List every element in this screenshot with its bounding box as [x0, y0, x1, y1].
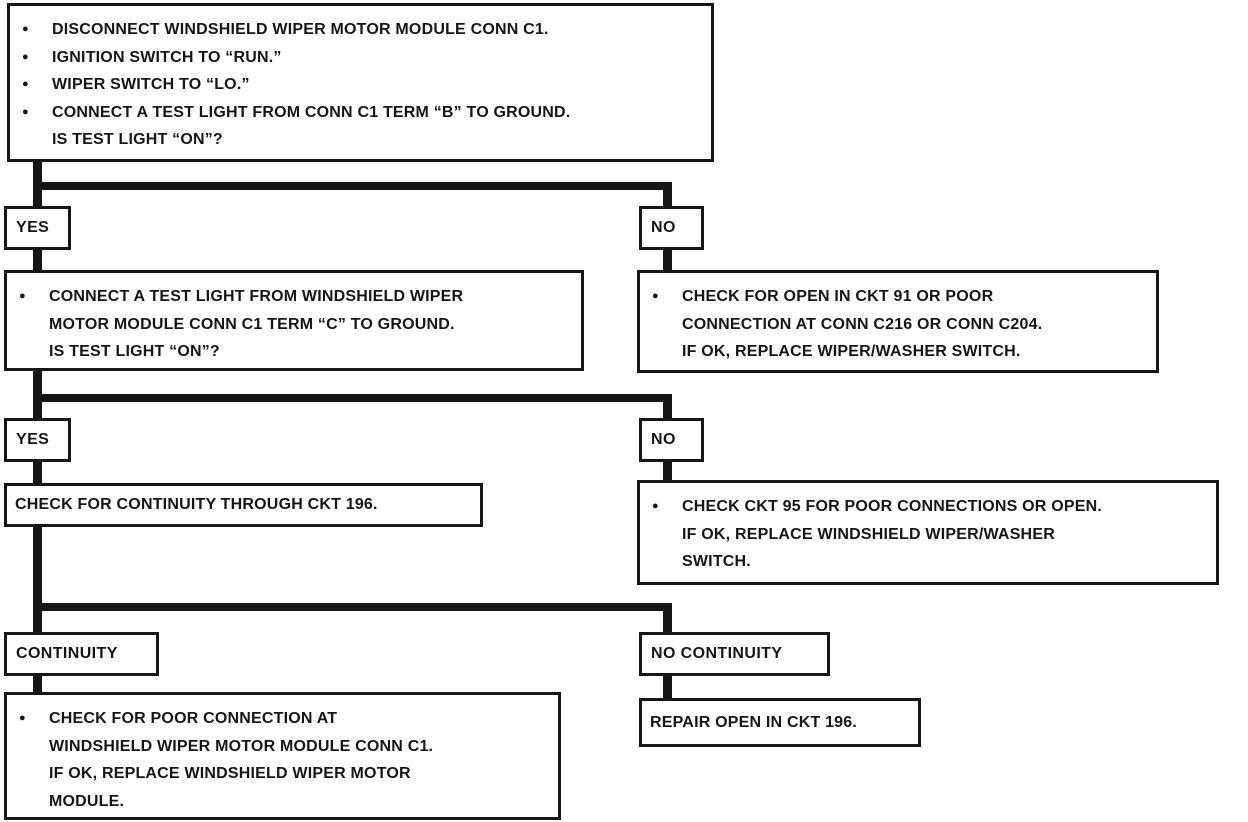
text-line: CONNECT A TEST LIGHT FROM WINDSHIELD WIP…: [49, 288, 464, 305]
bullet-icon: ●: [19, 712, 26, 724]
yes-label-box-1: YES: [4, 206, 71, 250]
question-line: IS TEST LIGHT “ON”?: [49, 343, 220, 360]
connector-line: [33, 527, 42, 632]
question-line: IS TEST LIGHT “ON”?: [52, 131, 223, 148]
connector-line: [33, 394, 672, 402]
connector-line: [663, 603, 672, 632]
bullet-icon: ●: [22, 23, 29, 35]
text-line: REPAIR OPEN IN CKT 196.: [650, 713, 858, 731]
text-line: MODULE.: [49, 792, 125, 810]
bullet-icon: ●: [19, 290, 26, 302]
bullet-icon: ●: [22, 105, 29, 118]
bullet-icon: ●: [652, 500, 659, 512]
connector-line: [663, 182, 672, 206]
text-line: IF OK, REPLACE WIPER/WASHER SWITCH.: [682, 343, 1021, 360]
continuity-label: CONTINUITY: [16, 645, 118, 662]
bullet-icon: ●: [22, 78, 29, 90]
yes-label: YES: [16, 219, 50, 236]
instruction-row: ● CONNECT A TEST LIGHT FROM WINDSHIELD W…: [19, 283, 573, 366]
text-line: CONNECT A TEST LIGHT FROM CONN C1 TERM “…: [52, 103, 571, 121]
yes1-action-box: ● CONNECT A TEST LIGHT FROM WINDSHIELD W…: [4, 270, 584, 371]
text-line: WIPER SWITCH TO “LO.”: [52, 76, 250, 93]
instruction-row: ● CONNECT A TEST LIGHT FROM CONN C1 TERM…: [22, 99, 703, 127]
no-label: NO: [651, 219, 676, 236]
connector-line: [33, 676, 42, 692]
text-line: WINDSHIELD WIPER MOTOR MODULE CONN C1.: [49, 737, 434, 755]
text-lines: CHECK CKT 95 FOR POOR CONNECTIONS OR OPE…: [682, 493, 1102, 576]
no-continuity-label-box: NO CONTINUITY: [639, 632, 830, 676]
text-lines: CHECK FOR POOR CONNECTION AT WINDSHIELD …: [49, 705, 433, 815]
text-line: CHECK FOR CONTINUITY THROUGH CKT 196.: [15, 496, 378, 514]
bullet-icon: ●: [22, 50, 29, 63]
connector-line: [33, 250, 42, 270]
instruction-row: ● CHECK FOR OPEN IN CKT 91 OR POOR CONNE…: [652, 283, 1148, 366]
instruction-row: ● CHECK CKT 95 FOR POOR CONNECTIONS OR O…: [652, 493, 1208, 576]
text-line: DISCONNECT WINDSHIELD WIPER MOTOR MODULE…: [52, 21, 549, 38]
text-line: IGNITION SWITCH TO “RUN.”: [52, 48, 282, 66]
no2-action-box: ● CHECK CKT 95 FOR POOR CONNECTIONS OR O…: [637, 480, 1219, 585]
text-line: CONNECTION AT CONN C216 OR CONN C204.: [682, 315, 1043, 333]
bullet-icon: ●: [652, 290, 659, 302]
no-continuity-label: NO CONTINUITY: [651, 645, 783, 662]
text-line: MOTOR MODULE CONN C1 TERM “C” TO GROUND.: [49, 315, 455, 333]
text-line: CHECK FOR OPEN IN CKT 91 OR POOR: [682, 288, 994, 305]
text-line: SWITCH.: [682, 553, 751, 570]
start-instructions-box: ● DISCONNECT WINDSHIELD WIPER MOTOR MODU…: [7, 3, 714, 162]
text-line: CHECK CKT 95 FOR POOR CONNECTIONS OR OPE…: [682, 498, 1102, 515]
text-lines: CHECK FOR OPEN IN CKT 91 OR POOR CONNECT…: [682, 283, 1042, 366]
no-label: NO: [651, 431, 676, 448]
connector-line: [33, 603, 672, 611]
connector-line: [663, 250, 672, 270]
instruction-row: ● DISCONNECT WINDSHIELD WIPER MOTOR MODU…: [22, 16, 703, 44]
continuity-action-box: ● CHECK FOR POOR CONNECTION AT WINDSHIEL…: [4, 692, 561, 820]
no-label-box-1: NO: [639, 206, 704, 250]
instruction-row: ● IGNITION SWITCH TO “RUN.”: [22, 44, 703, 72]
connector-line: [33, 182, 672, 190]
connector-line: [663, 676, 672, 698]
instruction-row: ● CHECK FOR POOR CONNECTION AT WINDSHIEL…: [19, 705, 550, 815]
yes-label-box-2: YES: [4, 418, 71, 462]
connector-line: [663, 462, 672, 480]
text-line: CHECK FOR POOR CONNECTION AT: [49, 710, 338, 727]
no-continuity-action-box: REPAIR OPEN IN CKT 196.: [639, 698, 921, 747]
yes2-action-box: CHECK FOR CONTINUITY THROUGH CKT 196.: [4, 483, 483, 527]
yes-label: YES: [16, 431, 50, 448]
bullet-spacer: [22, 126, 52, 154]
text-line: IF OK, REPLACE WINDSHIELD WIPER/WASHER: [682, 525, 1055, 543]
text-lines: CONNECT A TEST LIGHT FROM WINDSHIELD WIP…: [49, 283, 463, 366]
continuity-label-box: CONTINUITY: [4, 632, 159, 676]
no1-action-box: ● CHECK FOR OPEN IN CKT 91 OR POOR CONNE…: [637, 270, 1159, 373]
instruction-row: ● WIPER SWITCH TO “LO.”: [22, 71, 703, 99]
connector-line: [663, 394, 672, 418]
instruction-row: IS TEST LIGHT “ON”?: [22, 126, 703, 154]
connector-line: [33, 462, 42, 483]
no-label-box-2: NO: [639, 418, 704, 462]
text-line: IF OK, REPLACE WINDSHIELD WIPER MOTOR: [49, 765, 411, 782]
